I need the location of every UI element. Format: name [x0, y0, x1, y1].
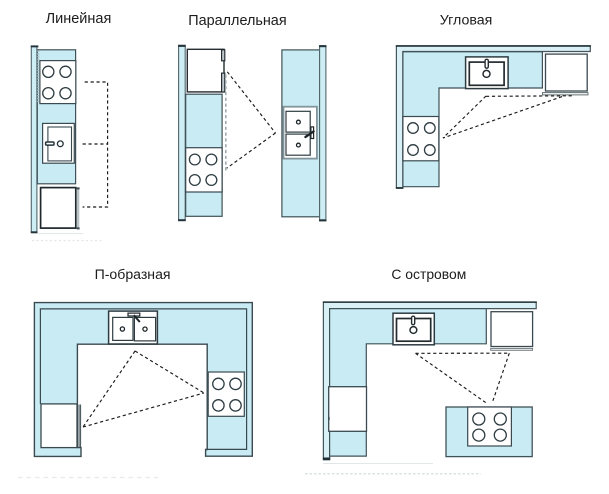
svg-text:Угловая: Угловая: [440, 13, 493, 29]
svg-text:Параллельная: Параллельная: [188, 13, 286, 29]
svg-text:С островом: С островом: [391, 266, 466, 282]
svg-text:Линейная: Линейная: [46, 11, 112, 27]
svg-text:П-образная: П-образная: [95, 266, 171, 282]
